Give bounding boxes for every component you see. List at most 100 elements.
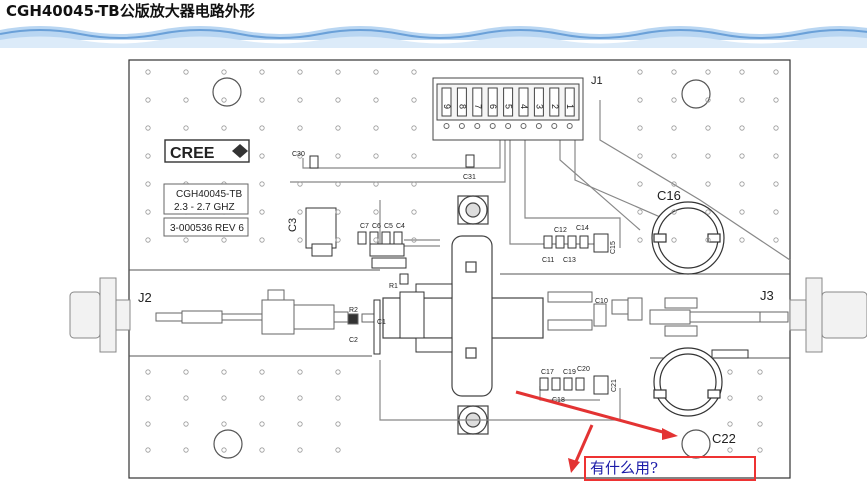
via-hole bbox=[739, 181, 745, 187]
label-r2: R2 bbox=[349, 307, 358, 314]
via-hole bbox=[773, 97, 779, 103]
via-hole bbox=[297, 395, 303, 401]
via-hole bbox=[183, 395, 189, 401]
board-revision: 3-000536 REV 6 bbox=[170, 223, 244, 234]
j1-pin-4 bbox=[518, 87, 529, 117]
via-hole bbox=[705, 153, 711, 159]
via-hole bbox=[637, 209, 643, 215]
via-hole bbox=[259, 369, 265, 375]
j1-pin-9 bbox=[441, 87, 452, 117]
via-hole bbox=[259, 209, 265, 215]
via-hole bbox=[411, 237, 417, 243]
via-hole bbox=[183, 447, 189, 453]
sma-connector-right bbox=[789, 277, 867, 353]
j1-pin-8 bbox=[456, 87, 467, 117]
via-hole bbox=[297, 369, 303, 375]
via-hole bbox=[297, 69, 303, 75]
label-c18: C18 bbox=[552, 397, 565, 404]
sma-connector-left bbox=[69, 277, 131, 353]
via-hole bbox=[335, 421, 341, 427]
via-hole bbox=[183, 125, 189, 131]
via-hole bbox=[183, 237, 189, 243]
via-hole bbox=[145, 125, 151, 131]
via-hole bbox=[671, 181, 677, 187]
via-hole bbox=[671, 69, 677, 75]
via-hole bbox=[297, 181, 303, 187]
via-hole bbox=[773, 181, 779, 187]
via-hole bbox=[145, 181, 151, 187]
via-hole bbox=[373, 153, 379, 159]
via-hole bbox=[671, 125, 677, 131]
via-hole bbox=[145, 153, 151, 159]
via-hole bbox=[739, 69, 745, 75]
label-c2: C2 bbox=[349, 337, 358, 344]
j1-pin-pad bbox=[505, 123, 512, 129]
via-hole bbox=[671, 237, 677, 243]
via-hole bbox=[183, 69, 189, 75]
via-hole bbox=[705, 97, 711, 103]
annotation-question: 有什么用? bbox=[584, 456, 756, 481]
j1-pin-label: 7 bbox=[473, 104, 483, 109]
j1-pin-pad bbox=[443, 123, 450, 129]
via-hole bbox=[637, 153, 643, 159]
j1-pin-label: 9 bbox=[442, 104, 452, 109]
via-hole bbox=[221, 447, 227, 453]
via-hole bbox=[739, 97, 745, 103]
via-hole bbox=[335, 447, 341, 453]
via-hole bbox=[727, 395, 733, 401]
via-hole bbox=[705, 125, 711, 131]
via-hole bbox=[373, 181, 379, 187]
via-hole bbox=[221, 69, 227, 75]
j1-pin-5 bbox=[503, 87, 514, 117]
label-c14: C14 bbox=[576, 225, 589, 232]
label-c17: C17 bbox=[541, 369, 554, 376]
j1-pin-label: 8 bbox=[457, 104, 467, 109]
via-hole bbox=[727, 421, 733, 427]
via-hole bbox=[259, 181, 265, 187]
via-hole bbox=[757, 421, 763, 427]
j1-pin-3 bbox=[533, 87, 544, 117]
j1-pin-1 bbox=[564, 87, 575, 117]
label-j1: J1 bbox=[591, 75, 603, 87]
j1-pin-pad bbox=[520, 123, 527, 129]
via-hole bbox=[637, 69, 643, 75]
via-hole bbox=[297, 97, 303, 103]
via-hole bbox=[145, 237, 151, 243]
via-hole bbox=[335, 69, 341, 75]
label-c7: C7 bbox=[360, 223, 369, 230]
via-hole bbox=[705, 181, 711, 187]
via-hole bbox=[411, 125, 417, 131]
via-hole bbox=[221, 125, 227, 131]
j1-pin-label: 1 bbox=[565, 104, 575, 109]
j1-pin-2 bbox=[549, 87, 560, 117]
via-hole bbox=[335, 237, 341, 243]
label-c22: C22 bbox=[712, 431, 736, 446]
label-c6: C6 bbox=[372, 223, 381, 230]
via-hole bbox=[297, 153, 303, 159]
via-hole bbox=[221, 421, 227, 427]
via-hole bbox=[373, 97, 379, 103]
via-hole bbox=[373, 237, 379, 243]
via-hole bbox=[297, 421, 303, 427]
label-c16: C16 bbox=[657, 188, 681, 203]
board-frequency: 2.3 - 2.7 GHZ bbox=[174, 202, 235, 213]
via-hole bbox=[335, 369, 341, 375]
j1-pin-pad bbox=[474, 123, 481, 129]
label-c13: C13 bbox=[563, 257, 576, 264]
label-c31: C31 bbox=[463, 174, 476, 181]
via-hole bbox=[335, 153, 341, 159]
via-hole bbox=[183, 421, 189, 427]
via-hole bbox=[221, 395, 227, 401]
via-hole bbox=[221, 97, 227, 103]
via-hole bbox=[705, 237, 711, 243]
via-hole bbox=[705, 209, 711, 215]
via-hole bbox=[671, 97, 677, 103]
board-part-number: CGH40045-TB bbox=[176, 189, 242, 200]
j1-pin-label: 5 bbox=[504, 104, 514, 109]
via-hole bbox=[671, 209, 677, 215]
via-hole bbox=[739, 237, 745, 243]
via-hole bbox=[739, 153, 745, 159]
j1-pin-label: 2 bbox=[550, 104, 560, 109]
capacitor-c21-big bbox=[653, 347, 723, 417]
